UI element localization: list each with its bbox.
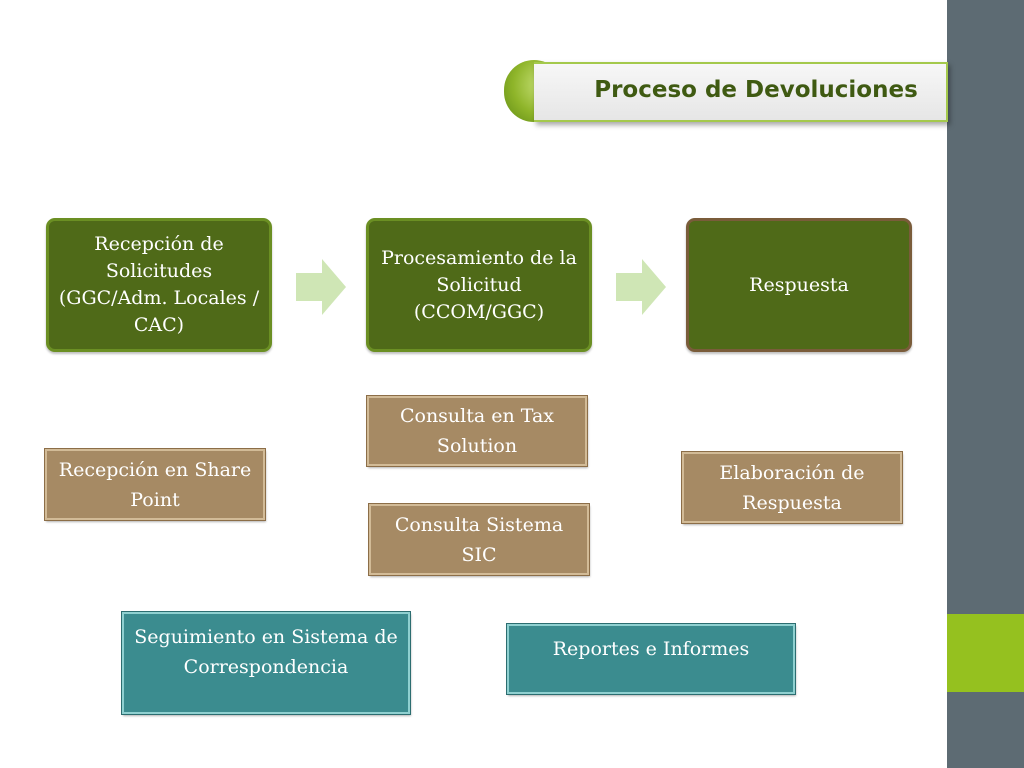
sidebar-accent-block xyxy=(947,614,1024,692)
stage-procesamiento-solicitud: Procesamiento de la Solicitud (CCOM/GGC) xyxy=(366,218,592,352)
stage-respuesta: Respuesta xyxy=(686,218,912,352)
task-recepcion-share-point: Recepción en Share Point xyxy=(44,448,266,521)
arrow-right-icon xyxy=(616,259,666,315)
task-consulta-tax-solution: Consulta en Tax Solution xyxy=(366,395,588,467)
arrow-right-icon xyxy=(296,259,346,315)
page-title: Proceso de Devoluciones xyxy=(594,77,918,103)
task-consulta-sistema-sic: Consulta Sistema SIC xyxy=(368,503,590,576)
task-elaboracion-respuesta: Elaboración de Respuesta xyxy=(681,451,903,524)
stage-recepcion-solicitudes: Recepción de Solicitudes (GGC/Adm. Local… xyxy=(46,218,272,352)
task-reportes-informes: Reportes e Informes xyxy=(506,623,796,695)
task-seguimiento-correspondencia: Seguimiento en Sistema de Correspondenci… xyxy=(121,611,411,715)
title-bar xyxy=(534,62,948,122)
title-banner: Proceso de Devoluciones xyxy=(504,60,948,122)
